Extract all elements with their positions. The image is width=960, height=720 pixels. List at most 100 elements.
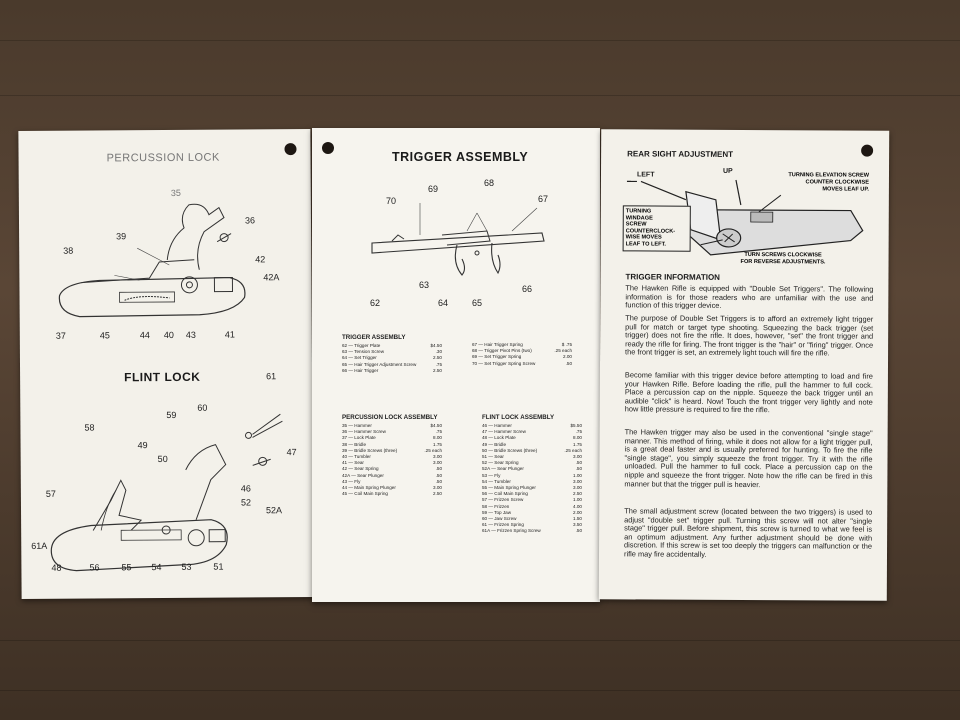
part-label-48: 48: [51, 562, 62, 573]
binder-hole: [322, 142, 334, 154]
table-row: 62 — Trigger Plate$4.50: [342, 343, 442, 348]
part-label-66: 66: [522, 284, 533, 294]
binder-hole: [861, 144, 874, 157]
part-label-43: 43: [185, 329, 196, 340]
part-label-50: 50: [157, 453, 168, 465]
trigger-info-title: TRIGGER INFORMATION: [625, 272, 720, 282]
part-label-38: 38: [63, 245, 74, 256]
trigger-assembly-title: TRIGGER ASSEMBLY: [392, 150, 529, 164]
rear-sight-diagram: [626, 179, 864, 256]
part-label-57: 57: [45, 488, 56, 499]
table-row: 52 — Sear Spring.50: [482, 460, 582, 466]
part-label-49: 49: [137, 440, 148, 451]
part-label-69: 69: [428, 184, 439, 194]
table-row: 67 — Hair Trigger Spring$ .75: [472, 342, 572, 347]
info-paragraph-3: Become familiar with this trigger device…: [624, 370, 873, 415]
part-label-52a: 52A: [265, 505, 283, 516]
middle-page: TRIGGER ASSEMBLY 68 69 70 67 63 62 64 65…: [312, 128, 600, 602]
windage-note: TURNING WINDAGE SCREW COUNTERCLOCK- WISE…: [622, 205, 691, 252]
table-row: 46 — Hammer$5.50: [482, 423, 582, 428]
table-row: 42 — Sear Spring.50: [342, 466, 442, 472]
part-label-59: 59: [166, 409, 177, 420]
part-label-36: 36: [244, 215, 256, 226]
part-label-44: 44: [139, 330, 150, 341]
part-label-63: 63: [419, 280, 430, 290]
clockwise-note: TURN SCREWS CLOCKWISE FOR REVERSE ADJUST…: [740, 252, 826, 266]
sight-left-label: LEFT: [636, 171, 655, 179]
part-label-53: 53: [181, 561, 192, 572]
table-row: 68 — Trigger Pivot Pins (two).25 each: [472, 348, 572, 354]
percussion-lock-title: PERCUSSION LOCK: [106, 151, 220, 165]
binder-hole: [284, 143, 297, 156]
part-label-37: 37: [55, 330, 66, 341]
part-label-46: 46: [240, 483, 251, 494]
part-label-47: 47: [286, 447, 297, 458]
table-row: 35 — Hammer$4.50: [342, 423, 442, 428]
elevation-note: TURNING ELEVATION SCREW COUNTER CLOCKWIS…: [788, 172, 870, 193]
table-row: 43 — Fly.50: [342, 478, 442, 484]
part-label-67: 67: [538, 194, 549, 204]
part-label-52: 52: [240, 497, 252, 508]
part-label-40: 40: [163, 329, 174, 341]
trigger-table-heading: TRIGGER ASSEMBLY: [342, 334, 406, 341]
table-row: 52A — Sear Plunger.50: [482, 466, 582, 472]
table-row: 42A — Sear Plunger.50: [342, 472, 442, 478]
part-label-45: 45: [99, 330, 110, 341]
part-label-55: 55: [121, 562, 132, 573]
part-label-51: 51: [213, 561, 224, 572]
trigger-assembly-diagram: [371, 203, 545, 276]
part-label-61a: 61A: [31, 540, 48, 551]
table-row: 39 — Bridle Screws (three).25 each: [342, 447, 442, 453]
part-label-65: 65: [472, 298, 483, 308]
trigger-price-table: TRIGGER ASSEMBLY 62 — Trigger Plate$4.50…: [342, 334, 442, 374]
info-paragraph-1: The Hawken Rifle is equipped with "Doubl…: [625, 283, 874, 311]
part-label-41: 41: [224, 329, 235, 340]
part-label-70: 70: [386, 196, 397, 206]
table-row: 63 — Tension Screw.30: [342, 349, 442, 355]
part-label-42: 42: [255, 254, 266, 265]
part-label-60: 60: [197, 402, 208, 413]
rear-sight-title: REAR SIGHT ADJUSTMENT: [627, 149, 734, 159]
table-row: 36 — Hammer Screw.75: [342, 429, 442, 435]
left-page: PERCUSSION LOCK 35 36 42 42A 38 39 37 45…: [18, 128, 314, 600]
info-paragraph-4: The Hawken trigger may also be used in t…: [624, 427, 873, 489]
right-page: REAR SIGHT ADJUSTMENT LEFT UP TURNING EL…: [598, 129, 890, 601]
info-paragraph-2: The purpose of Double Set Triggers is to…: [625, 313, 874, 358]
part-label-68: 68: [484, 178, 495, 188]
flint-lock-diagram: [50, 413, 283, 572]
part-label-64: 64: [438, 298, 449, 308]
part-label-61: 61: [266, 371, 277, 382]
part-label-39: 39: [116, 231, 127, 242]
part-label-56: 56: [89, 562, 100, 573]
table-row: 65 — Hair Trigger Adjustment Screw.75: [342, 361, 442, 367]
flint-table-heading: FLINT LOCK ASSEMBLY: [482, 414, 555, 421]
sight-up-label: UP: [722, 167, 733, 175]
percussion-price-table: PERCUSSION LOCK ASSEMBLY 35 — Hammer$4.5…: [342, 414, 442, 497]
part-label-54: 54: [151, 562, 162, 573]
trigger-price-table-col2: 67 — Hair Trigger Spring$ .75 68 — Trigg…: [472, 342, 572, 367]
percussion-lock-diagram: [58, 203, 246, 318]
table-row: 61A — Frizzen Spring Screw.50: [482, 528, 582, 534]
part-label-42a: 42A: [263, 272, 280, 283]
table-row: 70 — Set Trigger Spring Screw.50: [472, 360, 572, 366]
